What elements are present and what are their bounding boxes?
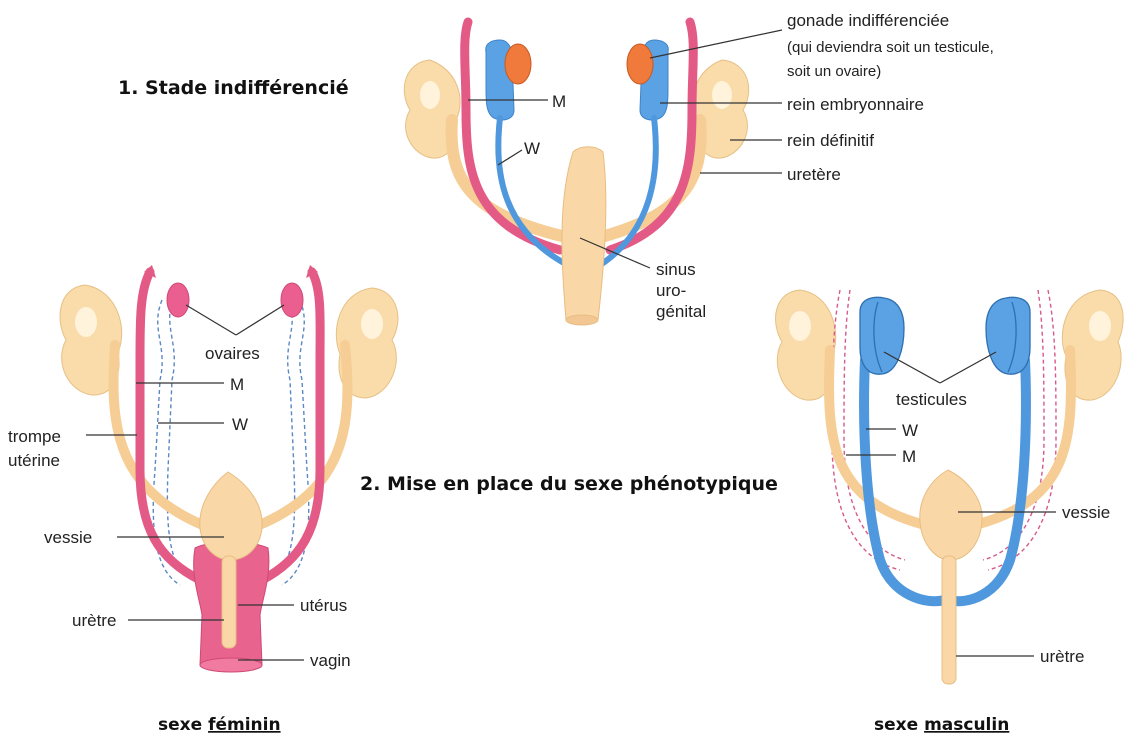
male-vessie-label: vessie: [1062, 503, 1110, 522]
rein-definitif-label: rein définitif: [787, 131, 874, 150]
female-w-label: W: [232, 415, 248, 434]
male-illustration: [776, 290, 1124, 684]
gonade-note-line1: (qui deviendra soit un testicule,: [787, 39, 994, 56]
female-m-label: M: [230, 375, 244, 394]
urogenital-sinus: [562, 147, 606, 320]
female-right-uterine-tube: [262, 272, 320, 580]
male-m-label: M: [902, 447, 916, 466]
female-urethra: [222, 556, 236, 648]
left-indifferent-gonad: [505, 44, 531, 84]
gonade-label: gonade indifférenciée: [787, 11, 949, 30]
right-ovary: [281, 283, 303, 317]
female-right-regressed-wolffian-duct-inner: [277, 300, 295, 575]
right-testis: [986, 297, 1030, 374]
male-left-kidney-highlight: [789, 311, 811, 341]
female-caption-word: féminin: [208, 715, 281, 735]
urogenital-sinus-opening: [566, 315, 598, 325]
right-indifferent-gonad: [627, 44, 653, 84]
right-kidney-highlight: [712, 81, 732, 109]
trompe-label-line2: utérine: [8, 451, 60, 470]
ovaires-leader-left: [186, 305, 236, 335]
male-w-label: W: [902, 421, 918, 440]
male-right-kidney-highlight: [1089, 311, 1111, 341]
female-uretre-label: urètre: [72, 611, 116, 630]
female-left-regressed-wolffian-duct-inner: [167, 300, 185, 575]
testicules-leader-right: [940, 352, 996, 383]
female-caption-prefix: sexe: [158, 715, 208, 735]
female-caption: sexe féminin: [158, 715, 281, 735]
testicules-label: testicules: [896, 390, 967, 409]
rein-embryonnaire-label: rein embryonnaire: [787, 95, 924, 114]
stage1-w-label: W: [524, 139, 540, 158]
sinus-label-line1: sinus: [656, 260, 696, 279]
stage1-m-label: M: [552, 92, 566, 111]
vagin-label: vagin: [310, 651, 351, 670]
female-bladder: [200, 472, 262, 560]
gonade-leader: [650, 30, 782, 58]
left-ovary: [167, 283, 189, 317]
female-left-kidney-highlight: [75, 307, 97, 337]
female-right-ureter: [252, 345, 347, 528]
ovaires-leader-right: [236, 305, 284, 335]
ovaires-label: ovaires: [205, 344, 260, 363]
trompe-label-line1: trompe: [8, 427, 61, 446]
sinus-label-line3: génital: [656, 302, 706, 321]
male-uretre-label: urètre: [1040, 647, 1084, 666]
female-right-kidney-highlight: [361, 309, 383, 339]
male-bladder: [920, 470, 982, 560]
gonade-note-line2: soit un ovaire): [787, 63, 881, 80]
stage2-heading: 2. Mise en place du sexe phénotypique: [360, 473, 778, 495]
female-vessie-label: vessie: [44, 528, 92, 547]
left-kidney-highlight: [420, 81, 440, 109]
stage1-heading: 1. Stade indifférencié: [118, 77, 349, 99]
uretere-label: uretère: [787, 165, 841, 184]
male-caption-prefix: sexe: [874, 715, 924, 735]
male-urethra: [942, 556, 956, 684]
male-caption-word: masculin: [924, 715, 1009, 735]
left-testis: [860, 297, 904, 374]
male-caption: sexe masculin: [874, 715, 1009, 735]
uterus-label: utérus: [300, 596, 347, 615]
indifferent-stage-illustration: [404, 22, 748, 325]
sinus-label-line2: uro-: [656, 281, 686, 300]
